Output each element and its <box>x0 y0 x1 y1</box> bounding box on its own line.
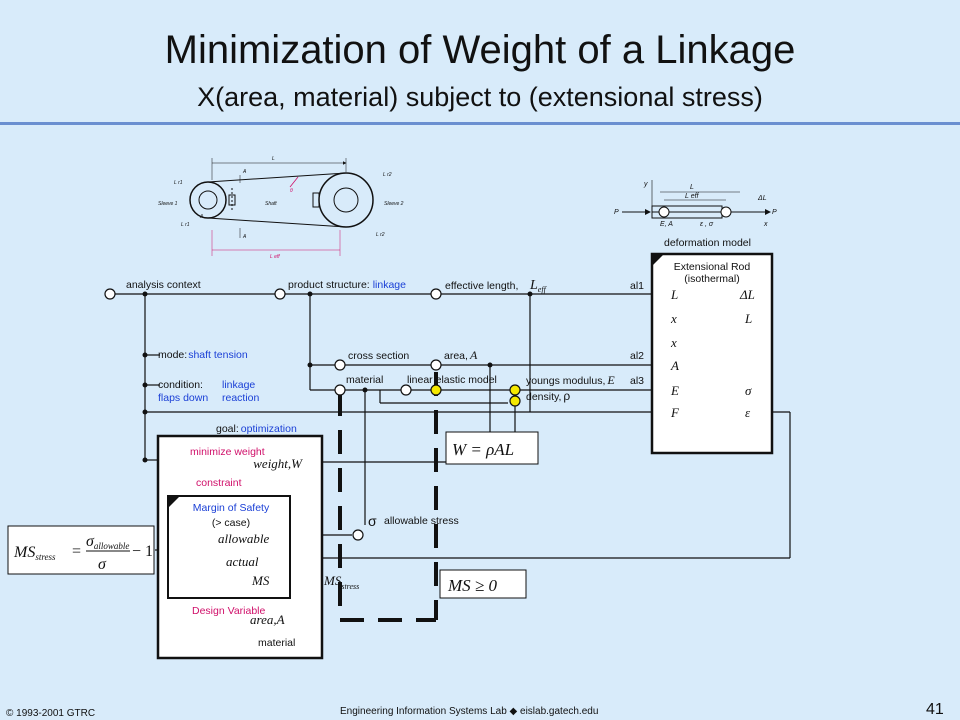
lbl-gt-case: (> case) <box>212 517 250 529</box>
lbl-flaps-down: flaps down <box>158 392 208 404</box>
lbl-MS: MS <box>251 573 270 588</box>
lbl-al3: al3 <box>630 375 644 387</box>
port-L: L <box>744 311 752 326</box>
sk-Leff: L eff <box>270 254 280 260</box>
port-L0: L <box>670 287 678 302</box>
lbl-MSstress: MSstress <box>323 573 359 591</box>
lbl-product-structure: product structure:linkage <box>288 279 406 291</box>
lbl-minimize-weight: minimize weight <box>190 446 265 458</box>
sk-Lr1b: L r1 <box>181 222 190 228</box>
lbl-condition: condition: <box>158 379 203 391</box>
lbl-linkage-link: linkage <box>373 279 406 291</box>
rod-EA: E, A <box>660 221 673 228</box>
footer-copyright: © 1993-2001 GTRC <box>6 708 96 719</box>
sk-A-bot: A <box>242 234 247 240</box>
lbl-mos: Margin of Safety <box>193 502 270 514</box>
rod-eps: ε , σ <box>700 221 714 228</box>
lbl-isothermal: (isothermal) <box>684 273 739 285</box>
sk-shaft: Shaft <box>265 201 277 207</box>
eq-ms-ge: MS ≥ 0 <box>447 576 497 595</box>
formula-den: σ <box>98 556 107 573</box>
lbl-linkage2: linkage <box>222 379 255 391</box>
lbl-allowable-stress: allowable stress <box>384 515 459 527</box>
lbl-deformation-model: deformation model <box>664 237 751 249</box>
lbl-material: material <box>346 374 383 386</box>
lbl-youngs: youngs modulus,E <box>526 373 615 387</box>
eq-weight: W = ρAL <box>452 440 514 459</box>
port-E: E <box>670 383 679 398</box>
footer-lab: Engineering Information Systems Lab ◆ ei… <box>340 706 599 717</box>
page-number: 41 <box>926 701 944 718</box>
sk-theta: θ <box>290 188 293 194</box>
lbl-area: area,A <box>444 348 478 362</box>
lbl-ext-rod: Extensional Rod <box>674 261 751 273</box>
ms-formula: MSstress = σallowable σ − 1 <box>13 533 153 573</box>
rod-x: x <box>763 221 768 228</box>
port-x1: x <box>670 311 677 326</box>
lbl-cross-section: cross section <box>348 350 409 362</box>
sk-Lr1: L r1 <box>174 180 183 186</box>
port-A: A <box>670 358 679 373</box>
lbl-weight-W: weight,W <box>253 456 303 471</box>
lbl-design-variable: Design Variable <box>192 605 266 617</box>
lbl-constraint: constraint <box>196 477 242 489</box>
rod-P1: P <box>614 209 619 216</box>
lbl-actual: actual <box>226 554 259 569</box>
formula-eq: = <box>72 543 81 560</box>
slide-title: Minimization of Weight of a Linkage <box>164 28 796 72</box>
formula-lhs: MSstress <box>13 544 56 562</box>
lbl-mode: mode:shaft tension <box>158 349 248 361</box>
sk-Lr2b: L r2 <box>376 232 385 238</box>
port-eps: ε <box>745 405 751 420</box>
title-rule <box>0 122 960 125</box>
rod-L-top: L <box>690 184 694 191</box>
formula-num: σallowable <box>86 533 129 551</box>
linkage-sketch: L A A L eff θ L r1 L r1 Sleeve 1 Sleeve … <box>158 156 404 260</box>
port-F: F <box>670 405 680 420</box>
port-sigma: σ <box>745 383 752 398</box>
lbl-Leff: Leff <box>529 278 548 294</box>
sk-A-top: A <box>242 169 247 175</box>
lbl-effective-length: effective length, <box>445 280 518 292</box>
lbl-density: density,ρ <box>526 389 570 403</box>
rod-y: y <box>643 181 648 188</box>
lbl-analysis-context: analysis context <box>126 279 201 291</box>
lbl-al1: al1 <box>630 280 644 292</box>
sk-L: L <box>272 156 275 162</box>
lbl-area-A2: area,A <box>250 612 285 627</box>
lbl-al2: al2 <box>630 350 644 362</box>
lbl-sigma-allow: σ <box>368 513 377 529</box>
slide-subtitle: X(area, material) subject to (extensiona… <box>197 82 763 112</box>
sk-sleeve1: Sleeve 1 <box>158 201 178 207</box>
lbl-material2: material <box>258 637 295 649</box>
sk-sleeve2: Sleeve 2 <box>384 201 404 207</box>
lbl-allowable: allowable <box>218 531 270 546</box>
rod-Leff: L eff <box>685 193 700 200</box>
port-x2: x <box>670 335 677 350</box>
rod-P2: P <box>772 209 777 216</box>
lbl-linear-elastic: linear elastic model <box>407 374 497 386</box>
port-DL: ΔL <box>739 287 755 302</box>
sk-Lr2: L r2 <box>383 172 392 178</box>
formula-minus: − 1 <box>132 543 153 560</box>
sk-A2: A <box>199 214 204 220</box>
lbl-reaction: reaction <box>222 392 260 404</box>
lbl-goal: goal:optimization <box>216 423 297 435</box>
rod-sketch: y L L eff ΔL P P E, A ε , σ x <box>614 180 777 228</box>
rod-DL: ΔL <box>757 195 767 202</box>
